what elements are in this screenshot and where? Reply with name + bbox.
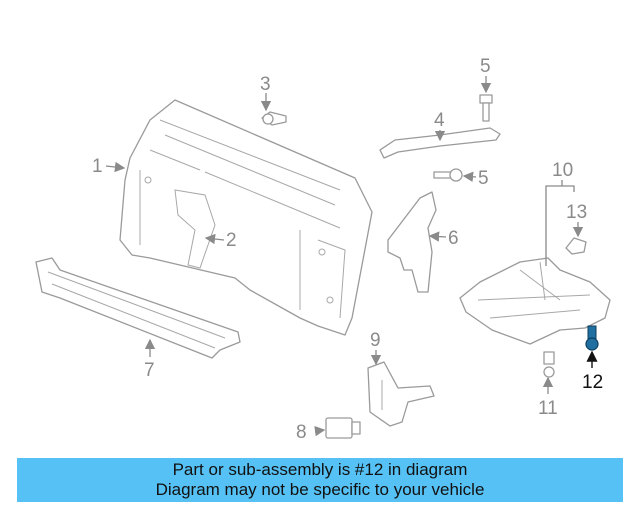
banner-line-1: Part or sub-assembly is #12 in diagram	[172, 460, 468, 479]
splash-shield-10-part	[459, 257, 611, 345]
callout-10: 10	[552, 160, 573, 181]
parts-diagram: 1 2 3 4 5 5 6 7 8 9 10 11 12 13	[35, 56, 611, 443]
callout-1: 1	[92, 156, 103, 177]
radiator-support-part	[119, 99, 373, 336]
bracket-9-part	[367, 361, 435, 427]
callout-5-lower: 5	[478, 168, 489, 189]
callout-2: 2	[226, 230, 237, 251]
clip-13-part	[565, 237, 587, 255]
banner-line-2: Diagram may not be specific to your vehi…	[155, 480, 485, 499]
sensor-8-part	[325, 417, 361, 439]
fastener-11-part	[543, 351, 555, 378]
bolt-3-part	[261, 111, 287, 126]
callout-3: 3	[260, 74, 271, 95]
callout-13: 13	[566, 202, 587, 223]
bracket-4-part	[379, 127, 501, 159]
air-deflector-7-part	[35, 257, 241, 359]
callout-12-highlighted: 12	[582, 372, 603, 393]
callout-7: 7	[144, 360, 155, 381]
info-banner: Part or sub-assembly is #12 in diagram D…	[17, 458, 623, 502]
bracket-6-part	[387, 191, 437, 293]
callout-8: 8	[296, 422, 307, 443]
leader-lines	[105, 76, 598, 437]
callout-11: 11	[538, 398, 558, 419]
bolt-12-highlighted-part	[585, 325, 599, 351]
callout-4: 4	[434, 110, 445, 131]
callout-5-upper: 5	[480, 56, 491, 77]
bolt-5-lower-part	[433, 168, 463, 182]
callout-6: 6	[448, 228, 459, 249]
callout-9: 9	[370, 330, 381, 351]
bolt-5-upper-part	[479, 94, 493, 122]
